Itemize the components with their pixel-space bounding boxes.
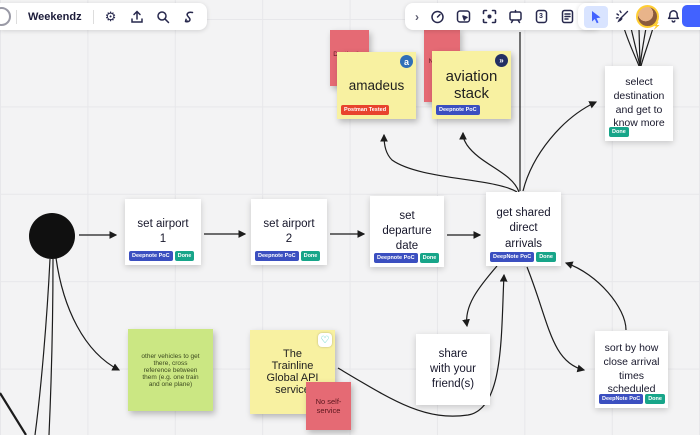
sticky-text: aviation stack bbox=[445, 68, 498, 102]
integrations-plug-icon[interactable] bbox=[177, 6, 201, 28]
numbered-frame-icon[interactable]: 3 bbox=[529, 6, 553, 28]
frame-number: 3 bbox=[539, 13, 543, 20]
connector-bundle-3[interactable] bbox=[638, 27, 641, 67]
tag-row: Deepnote PoC Done bbox=[374, 252, 440, 263]
connector-bundle-1[interactable] bbox=[623, 27, 640, 67]
card-share-with-friends[interactable]: share with your friend(s) bbox=[416, 334, 490, 405]
tag-deepnote-poc[interactable]: Deepnote PoC bbox=[129, 250, 173, 261]
connector-start-down-1[interactable] bbox=[34, 258, 51, 435]
board-title[interactable]: Weekendz bbox=[28, 10, 82, 23]
timer-icon[interactable] bbox=[425, 6, 449, 28]
sticky-amadeus[interactable]: a amadeus Postman Tested bbox=[337, 52, 416, 119]
card-select-destination[interactable]: select destination and get to know more … bbox=[605, 66, 673, 141]
tag-row: Postman Tested bbox=[341, 104, 390, 115]
notifications-bell-icon[interactable] bbox=[661, 6, 685, 28]
tag-done[interactable]: Done bbox=[174, 250, 195, 261]
connector-arrivals-to-sort[interactable] bbox=[526, 266, 586, 373]
sticky-text: No self-service bbox=[315, 397, 342, 415]
flow-start-node[interactable] bbox=[29, 213, 75, 259]
card-text: get shared direct arrivals bbox=[496, 207, 551, 250]
tag-row: Deepnote PoC bbox=[436, 104, 480, 115]
card-text: select destination and get to know more bbox=[613, 75, 665, 130]
tag-done[interactable]: Done bbox=[419, 252, 440, 263]
connector-arrivals-to-amadeus[interactable] bbox=[380, 133, 518, 193]
connector-start-to-othervehicles[interactable] bbox=[55, 257, 121, 371]
connector-sort-to-arrivals[interactable] bbox=[564, 261, 627, 331]
sticky-no-self-service[interactable]: No self-service bbox=[306, 382, 351, 430]
card-set-airport-1[interactable]: set airport 1 Deepnote PoC Done bbox=[125, 199, 201, 265]
card-set-departure-date[interactable]: set departure date Deepnote PoC Done bbox=[370, 196, 444, 267]
amadeus-logo-icon: a bbox=[400, 55, 413, 68]
share-button-partial[interactable] bbox=[682, 5, 700, 27]
tag-deepnote-poc[interactable]: Deepnote PoC bbox=[436, 104, 480, 115]
search-icon[interactable] bbox=[151, 6, 175, 28]
sticky-text: other vehicles to get there, cross refer… bbox=[141, 352, 200, 388]
screen-capture-icon[interactable] bbox=[477, 6, 501, 28]
presentation-icon[interactable] bbox=[503, 6, 527, 28]
card-text: set airport 1 bbox=[137, 217, 189, 245]
card-text: set airport 2 bbox=[263, 217, 315, 245]
tag-done[interactable]: Done bbox=[609, 126, 629, 137]
tag-deepnote-poc[interactable]: Deepnote PoC bbox=[255, 250, 299, 261]
card-text: set departure date bbox=[382, 209, 432, 253]
connector-arrivals-to-share[interactable] bbox=[462, 265, 498, 328]
settings-gear-icon[interactable]: ⚙ bbox=[104, 9, 117, 24]
connector-corner[interactable] bbox=[0, 392, 27, 435]
tag-done[interactable]: Done bbox=[645, 393, 665, 404]
divider bbox=[16, 9, 17, 24]
card-text: share with your friend(s) bbox=[429, 347, 477, 391]
aviationstack-logo-icon: » bbox=[495, 54, 508, 67]
tag-done[interactable]: Done bbox=[300, 250, 321, 261]
trainline-logo-icon: ♡ bbox=[318, 333, 332, 347]
toolbar-right: ⚡ bbox=[578, 3, 700, 30]
toolbar-center: › 3 bbox=[405, 3, 601, 30]
sticky-aviation-stack[interactable]: » aviation stack Deepnote PoC bbox=[432, 51, 511, 119]
tag-row: Deepnote PoC Done bbox=[129, 250, 195, 261]
sticky-other-vehicles[interactable]: other vehicles to get there, cross refer… bbox=[128, 329, 213, 411]
tag-postman-tested[interactable]: Postman Tested bbox=[341, 104, 390, 115]
card-get-shared-direct-arrivals[interactable]: get shared direct arrivals DeepNote PoC … bbox=[486, 192, 561, 266]
tag-deepnote-poc[interactable]: DeepNote PoC bbox=[490, 251, 535, 262]
tag-done[interactable]: Done bbox=[536, 251, 556, 262]
connector-bundle-5[interactable] bbox=[640, 27, 654, 67]
tag-deepnote-poc[interactable]: DeepNote PoC bbox=[599, 393, 644, 404]
tag-row: DeepNote PoC Done bbox=[490, 251, 556, 262]
connector-bundle-4[interactable] bbox=[639, 27, 647, 67]
card-set-airport-2[interactable]: set airport 2 Deepnote PoC Done bbox=[251, 199, 327, 265]
tag-row: Deepnote PoC Done bbox=[255, 250, 321, 261]
sticky-text: amadeus bbox=[348, 78, 405, 93]
tag-row: DeepNote PoC Done bbox=[599, 393, 665, 404]
user-avatar[interactable]: ⚡ bbox=[636, 5, 661, 30]
notes-icon[interactable] bbox=[555, 6, 579, 28]
logo-partial-icon[interactable] bbox=[0, 7, 11, 26]
card-sort-by-arrival-times[interactable]: sort by how close arrival times schedule… bbox=[595, 331, 668, 408]
connector-start-down-2[interactable] bbox=[48, 258, 54, 435]
connector-arrivals-to-aviationstack[interactable] bbox=[459, 131, 520, 193]
card-text: sort by how close arrival times schedule… bbox=[603, 341, 660, 396]
connector-arrivals-to-select[interactable] bbox=[522, 101, 598, 192]
frame-icon[interactable] bbox=[451, 6, 475, 28]
select-cursor-icon[interactable] bbox=[584, 5, 608, 28]
lightning-badge-icon: ⚡ bbox=[652, 23, 661, 30]
export-upload-icon[interactable] bbox=[125, 6, 149, 28]
tag-deepnote-poc[interactable]: Deepnote PoC bbox=[374, 252, 418, 263]
sticky-text: The Trainline Global API service bbox=[266, 348, 319, 396]
laser-pen-icon[interactable] bbox=[610, 6, 634, 28]
toolbar-left: Weekendz ⚙ bbox=[0, 3, 207, 30]
divider bbox=[92, 9, 94, 24]
connector-trainline-to-arrivals[interactable] bbox=[337, 273, 508, 417]
tag-row: Done bbox=[609, 126, 629, 137]
expand-chevron-icon[interactable]: › bbox=[415, 9, 419, 24]
